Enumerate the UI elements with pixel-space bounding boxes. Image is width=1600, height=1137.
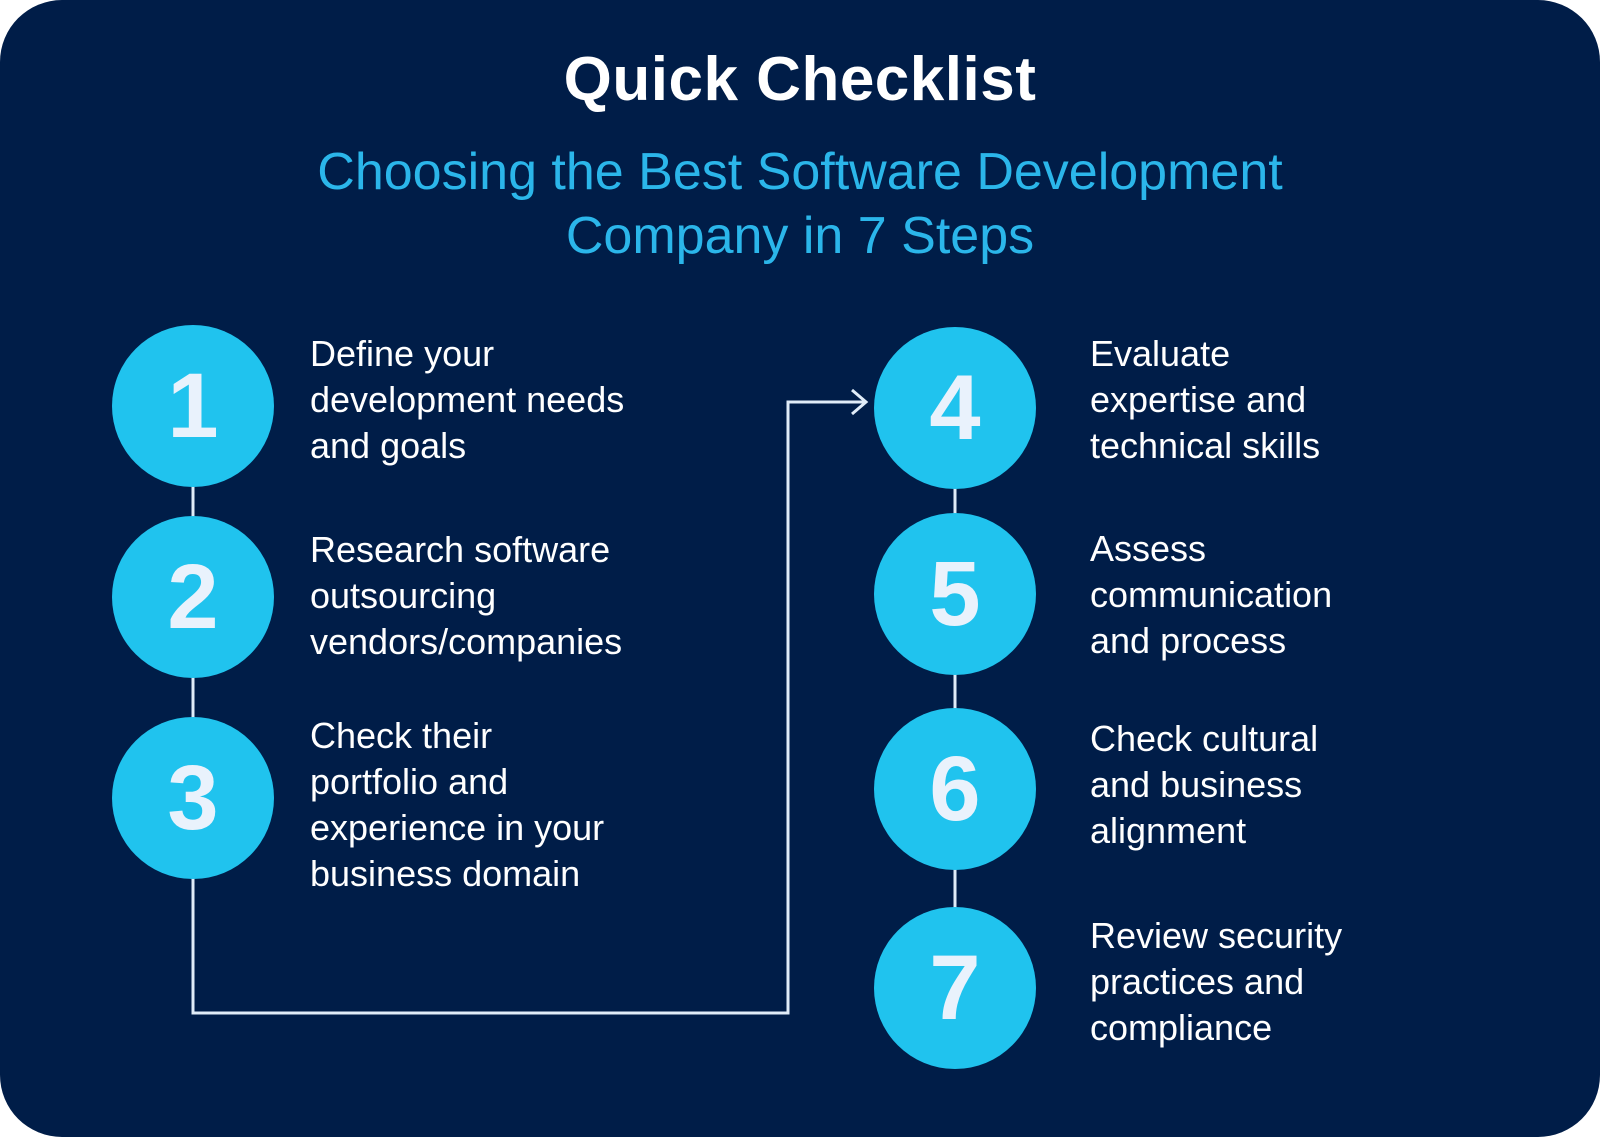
step-6-badge: 6 — [874, 708, 1036, 870]
step-1-badge: 1 — [112, 325, 274, 487]
step-7-badge: 7 — [874, 907, 1036, 1069]
step-5-badge: 5 — [874, 513, 1036, 675]
page-subtitle: Choosing the Best Software Development C… — [0, 140, 1600, 268]
step-2-badge: 2 — [112, 516, 274, 678]
step-3-badge: 3 — [112, 717, 274, 879]
arrow-head-icon — [851, 388, 869, 416]
step-4-badge: 4 — [874, 327, 1036, 489]
subtitle-line-2: Company in 7 Steps — [565, 207, 1035, 265]
step-5-text: Assess communication and process — [1090, 528, 1333, 661]
step-3-text: Check their portfolio and experience in … — [310, 715, 605, 894]
step-6-text: Check cultural and business alignment — [1090, 718, 1319, 851]
subtitle-line-1: Choosing the Best Software Development — [317, 143, 1283, 201]
step-1-text: Define your development needs and goals — [310, 333, 625, 466]
step-4-text: Evaluate expertise and technical skills — [1090, 333, 1321, 466]
connector-3-4 — [191, 400, 866, 1015]
page-title: Quick Checklist — [563, 45, 1037, 114]
step-2-text: Research software outsourcing vendors/co… — [310, 529, 623, 662]
step-7-text: Review security practices and compliance — [1090, 915, 1343, 1048]
